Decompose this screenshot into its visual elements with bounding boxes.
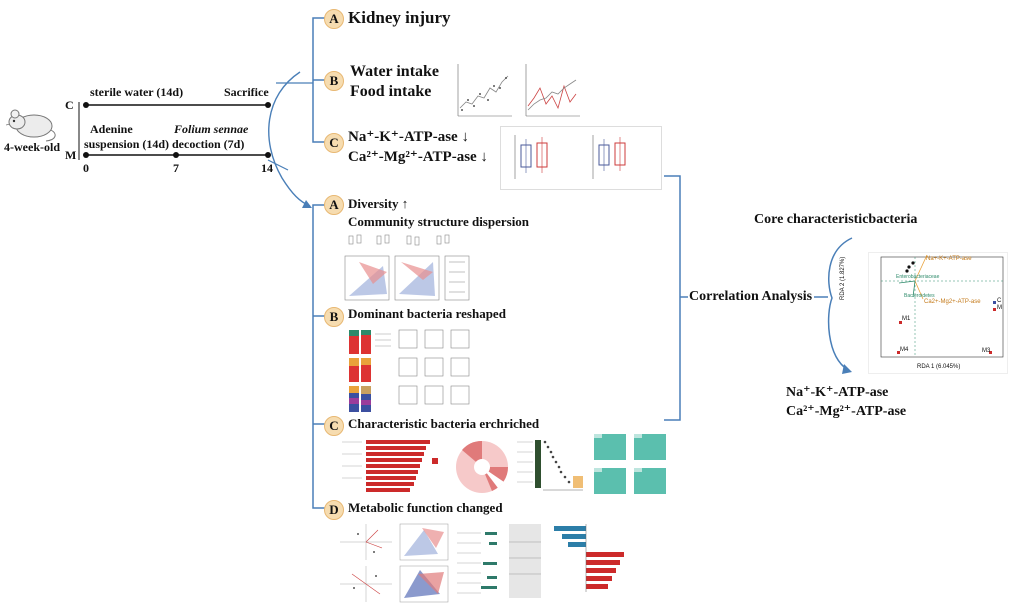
na-k-atpase-label: Na⁺-K⁺-ATP-ase ↓ xyxy=(348,129,469,145)
enzyme2-label: Ca²⁺-Mg²⁺-ATP-ase xyxy=(786,404,907,419)
group-m-label: M xyxy=(65,148,77,162)
tick-14: 14 xyxy=(261,161,273,175)
flow-arrow xyxy=(268,71,311,207)
rda-taxon2-label: Bacteroidetes xyxy=(904,293,935,299)
bottom-badge-c: C xyxy=(324,416,344,436)
bottom-badge-b: B xyxy=(324,307,344,327)
c-line-label: sterile water (14d) xyxy=(90,85,184,99)
top-badge-a: A xyxy=(324,9,344,29)
metabolic-scatter-thumbnail xyxy=(338,522,394,604)
rda-arrow1-label: Na+-K+-ATP-ase xyxy=(926,256,972,262)
importance-thumbnail xyxy=(515,432,587,496)
diversity-thumbnail xyxy=(343,232,471,302)
core-characteristic-title: Core characteristicbacteria xyxy=(754,212,918,227)
metabolic-pathway-thumbnail xyxy=(455,522,543,602)
water-intake-label: Water intake xyxy=(350,63,440,80)
atpase-boxplot-thumbnail xyxy=(500,126,662,190)
m-line1-a: Adenine xyxy=(90,122,133,136)
ca-mg-atpase-label: Ca²⁺-Mg²⁺-ATP-ase ↓ xyxy=(348,149,488,165)
right-curly-bracket xyxy=(827,237,853,371)
group-c-label: C xyxy=(65,98,74,112)
lefse-bars-thumbnail xyxy=(340,436,440,498)
community-label: Community structure dispersion xyxy=(348,214,530,229)
correlation-bracket xyxy=(664,175,681,421)
bottom-badge-d: D xyxy=(324,500,344,520)
tick-7: 7 xyxy=(173,161,179,175)
diversity-label: Diversity ↑ xyxy=(348,196,409,211)
m-line2-italic: Folium sennae xyxy=(174,122,249,136)
rda-point-m3: M3 xyxy=(982,348,991,354)
tick-0: 0 xyxy=(83,161,89,175)
rda-plot xyxy=(868,252,1008,374)
rda-legend-c: C xyxy=(997,298,1002,304)
characteristic-bacteria-label: Characteristic bacteria erchriched xyxy=(348,416,540,431)
food-intake-label: Food intake xyxy=(350,83,432,100)
enzyme1-label: Na⁺-K⁺-ATP-ase xyxy=(786,385,889,400)
top-badge-b: B xyxy=(324,71,344,91)
top-badge-c: C xyxy=(324,133,344,153)
dominant-bacteria-thumbnail xyxy=(343,326,477,418)
mouse-icon xyxy=(5,104,58,144)
rda-point-m4: M4 xyxy=(900,347,909,353)
rda-point-m1: M1 xyxy=(902,316,911,322)
metabolic-function-label: Metabolic function changed xyxy=(348,500,503,515)
metabolic-pcoa-thumbnail xyxy=(398,522,450,604)
age-label: 4-week-old xyxy=(4,140,60,154)
correlation-analysis-label: Correlation Analysis xyxy=(689,289,813,304)
rda-ylabel: RDA 2 (1.827%) xyxy=(840,256,846,300)
intake-charts-thumbnail xyxy=(448,58,584,122)
roc-panels-thumbnail xyxy=(592,432,670,496)
rda-arrow2-label: Ca2+-Mg2+-ATP-ase xyxy=(924,299,981,305)
m-line1-b: suspension (14d) xyxy=(84,137,170,151)
cladogram-thumbnail xyxy=(452,436,514,498)
m-line2-b: decoction (7d) xyxy=(172,137,245,151)
rda-taxon1-label: Enterobacteriaceae xyxy=(896,274,940,280)
rda-xlabel: RDA 1 (6.045%) xyxy=(917,364,961,370)
dominant-bacteria-label: Dominant bacteria reshaped xyxy=(348,306,506,321)
metabolic-bars-thumbnail xyxy=(548,522,628,596)
rda-legend-m: M xyxy=(997,305,1002,311)
kidney-injury-label: Kidney injury xyxy=(348,8,451,27)
bottom-bracket xyxy=(312,204,325,509)
bottom-badge-a: A xyxy=(324,195,344,215)
sacrifice-label: Sacrifice xyxy=(224,85,269,99)
